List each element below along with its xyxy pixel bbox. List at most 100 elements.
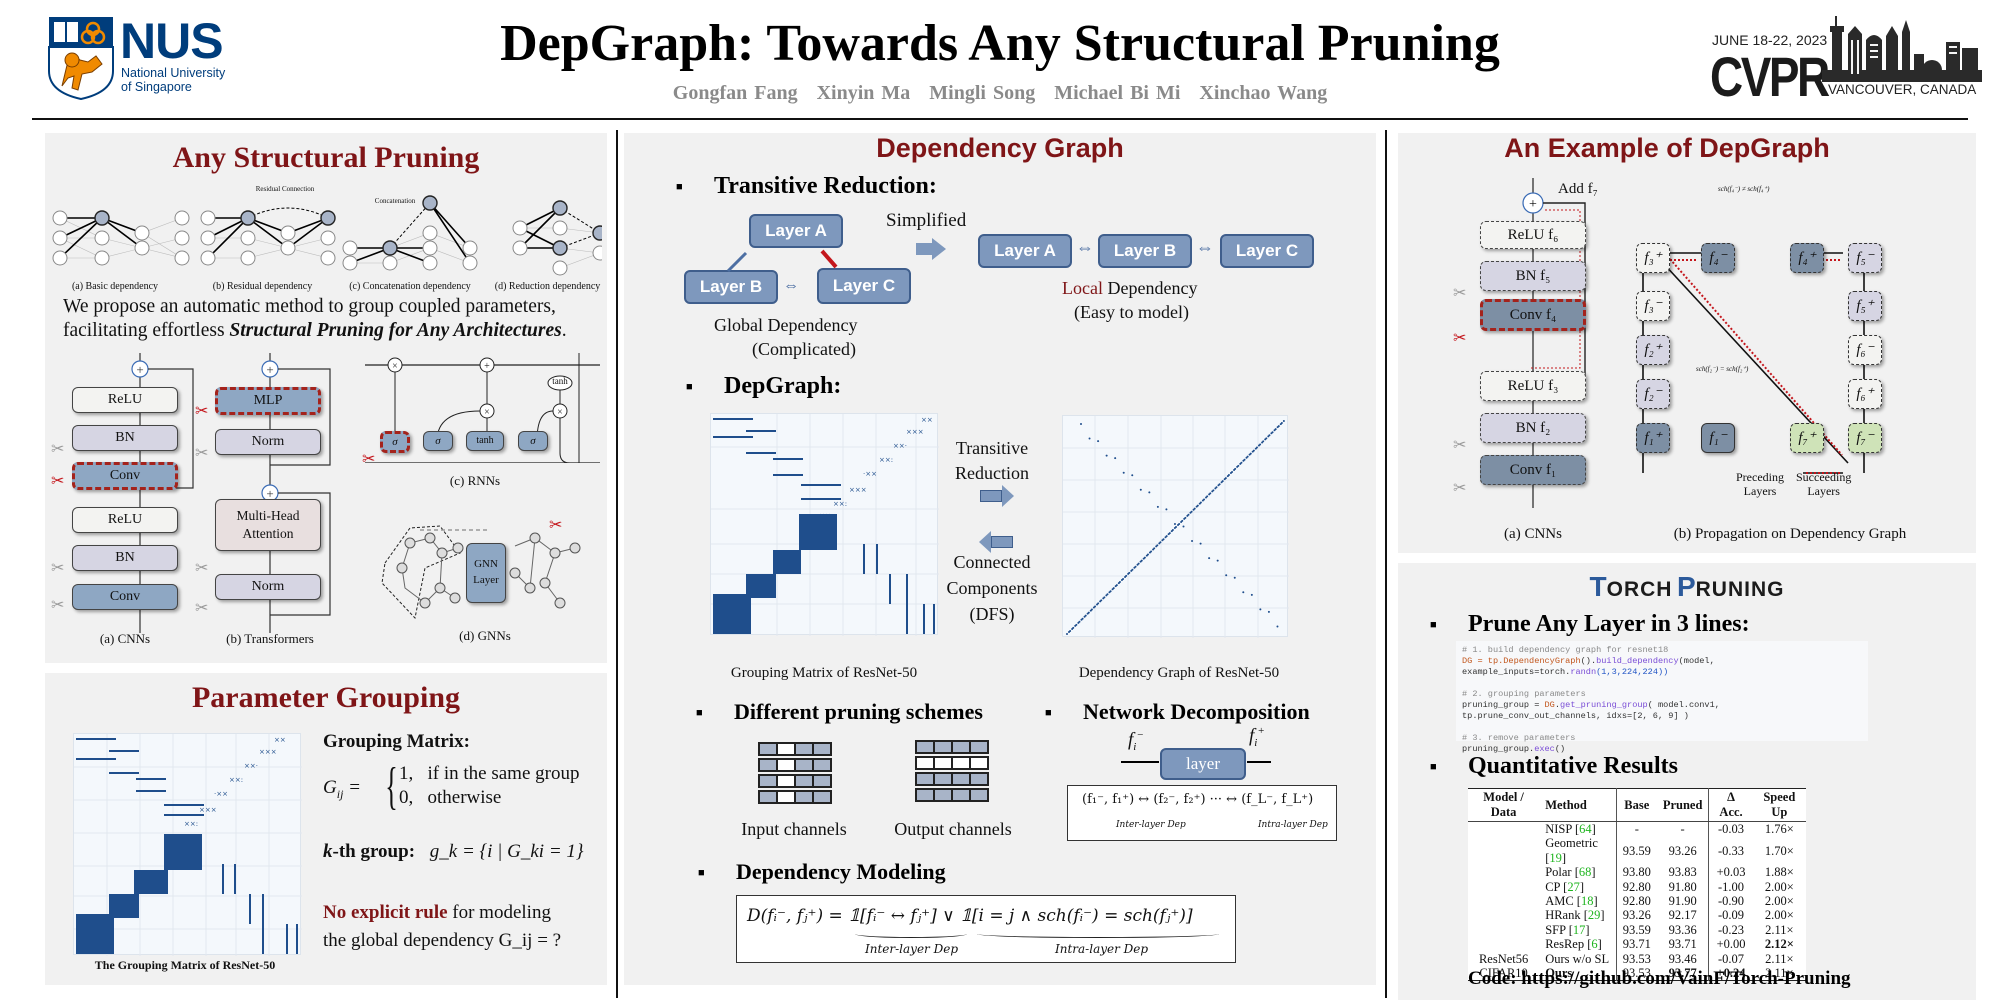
channel-cell [915, 740, 935, 754]
gnn-layer-block: GNN Layer [466, 543, 506, 603]
method-name: CP [1545, 879, 1561, 894]
method-name: Polar [1545, 865, 1572, 880]
simplified-label: Simplified [886, 210, 967, 231]
acc-cell: +0.24 [1716, 966, 1746, 981]
svg-text:⇔: ⇔ [783, 277, 799, 293]
dependency-dot [1081, 617, 1084, 620]
acc-cell: -0.23 [1718, 922, 1745, 937]
code-line-2: pruning_group = DG.get_pruning_group( mo… [1462, 700, 1862, 722]
dependency-dot [1122, 577, 1125, 580]
acc-cell: +0.00 [1716, 937, 1746, 952]
code-token: randn [1570, 667, 1597, 677]
channel-cell [794, 790, 814, 804]
citation-ref[interactable]: 29 [1587, 908, 1601, 923]
example-block-relu-f6: ReLU f₆ [1480, 221, 1586, 249]
example-block-bn-f2: BN f₂ [1480, 413, 1586, 443]
cnn-block-bn: BN [72, 545, 178, 571]
intro-emphasis: Structural Pruning for Any Architectures [229, 320, 562, 341]
speed-cell: 1.70× [1764, 843, 1794, 858]
scissors-red-icon: ✂ [549, 517, 563, 534]
channel-cell [933, 740, 953, 754]
dependency-dot [1168, 532, 1171, 535]
local-arrow-icon: ⇔ [1076, 237, 1094, 257]
cvpr-date: JUNE 18-22, 2023 [1712, 32, 1828, 48]
cnn-block-conv-pruned: Conv [72, 462, 178, 490]
output-channels-grid [915, 740, 989, 802]
arrow-out-icon [1247, 761, 1271, 763]
dependency-dot [1143, 556, 1146, 559]
intro-text: We propose an automatic method to group … [63, 295, 567, 343]
citation-ref[interactable]: 27 [1567, 879, 1580, 894]
global-dependency-label: Global Dependency [714, 315, 858, 335]
rnn-gate-tanh: tanh [466, 431, 504, 451]
speed-cell: 2.12× [1764, 937, 1794, 952]
title-orch: ORCH [1606, 578, 1673, 601]
method-name: AMC [1545, 894, 1574, 909]
transformer-block-norm: Norm [215, 574, 321, 600]
decomp-inter-label: Inter-layer Dep [1116, 820, 1186, 830]
speed-cell: 2.00× [1764, 908, 1794, 923]
scissors-red-icon: ✂ [51, 473, 65, 490]
local-layer-b: Layer B [1098, 234, 1192, 268]
model-data-cell [1468, 836, 1539, 865]
gnn-diagram [381, 525, 581, 620]
citation-ref[interactable]: 6 [1591, 937, 1598, 952]
cnn-caption: (a) CNNs [99, 631, 151, 646]
intro-plain: facilitating effortless [63, 320, 230, 341]
dependency-dot [1178, 522, 1181, 525]
channel-cell [776, 790, 796, 804]
dependency-dot [1139, 488, 1142, 491]
dependency-dot [1276, 625, 1279, 628]
channel-cell [812, 774, 832, 788]
bullet-dependency-modeling: Dependency Modeling [698, 859, 946, 885]
code-token: DG [1544, 700, 1555, 710]
speed-cell: 2.11× [1765, 951, 1794, 966]
author: Xinchao Wang [1199, 82, 1328, 104]
dependency-dot [1234, 467, 1237, 470]
dependency-dot [1181, 519, 1184, 522]
method-name: Ours [1545, 966, 1573, 981]
dep-inter-label: Inter-layer Dep [865, 942, 959, 956]
depgraph-grouping-matrix-pattern: ×××××××·××:·×××××××:×× [711, 414, 939, 636]
citation-ref[interactable]: 64 [1579, 822, 1592, 836]
base-cell: 93.80 [1622, 865, 1651, 880]
citation-ref[interactable]: 68 [1578, 865, 1592, 880]
channel-cell [812, 790, 832, 804]
dependency-dot [1097, 440, 1100, 443]
code-link[interactable]: Code: https://github.com/VainF/Torch-Pru… [1468, 968, 1851, 989]
dependency-dot [1265, 437, 1268, 440]
svg-text:××·: ××· [244, 762, 258, 770]
citation-ref[interactable]: 18 [1580, 894, 1594, 909]
acc-cell: -1.00 [1718, 879, 1745, 894]
acc-cell: -0.90 [1718, 894, 1745, 909]
dependency-dot [1196, 504, 1199, 507]
dependency-types-figure [52, 195, 602, 276]
bullet-depgraph: DepGraph: [686, 373, 841, 400]
channel-cell [969, 740, 989, 754]
citation-ref[interactable]: 17 [1572, 922, 1586, 937]
nus-subtitle: National University of Singapore [121, 66, 225, 94]
cvpr-logo: JUNE 18-22, 2023 CVPR VANCOUVER, CANADA [1710, 14, 1982, 108]
f-out-label: fi+ [1249, 725, 1265, 750]
svg-text:××:: ××: [879, 456, 893, 464]
base-cell: 92.80 [1622, 894, 1651, 909]
dependency-dot [1255, 446, 1258, 449]
dep-formula-term2: 𝟙[i = j ∧ sch(fᵢ⁻) = sch(fⱼ⁺)] [960, 906, 1193, 926]
method-name: SFP [1545, 922, 1566, 937]
channel-cell [933, 772, 953, 786]
base-cell: 93.53 [1622, 966, 1651, 981]
citation-ref[interactable]: 19 [1549, 850, 1562, 865]
gnn-caption: (d) GNNs [459, 628, 511, 643]
dependency-dot [1140, 559, 1143, 562]
dependency-modeling-formula: D(fᵢ⁻, fⱼ⁺) = 𝟙[fᵢ⁻ ↔ fⱼ⁺] ∨ 𝟙[i = j ∧ s… [736, 895, 1236, 963]
code-token: DependencyGraph [1503, 656, 1581, 666]
speed-cell: 1.88× [1764, 865, 1794, 880]
decomp-intra-label: Intra-layer Dep [1258, 820, 1328, 830]
code-token: () [1554, 744, 1566, 754]
dependency-dot [1224, 477, 1227, 480]
scissors-icon: ✂ [51, 560, 65, 577]
method-cell: Polar [68] [1539, 865, 1617, 880]
dependency-dot [1271, 431, 1274, 434]
